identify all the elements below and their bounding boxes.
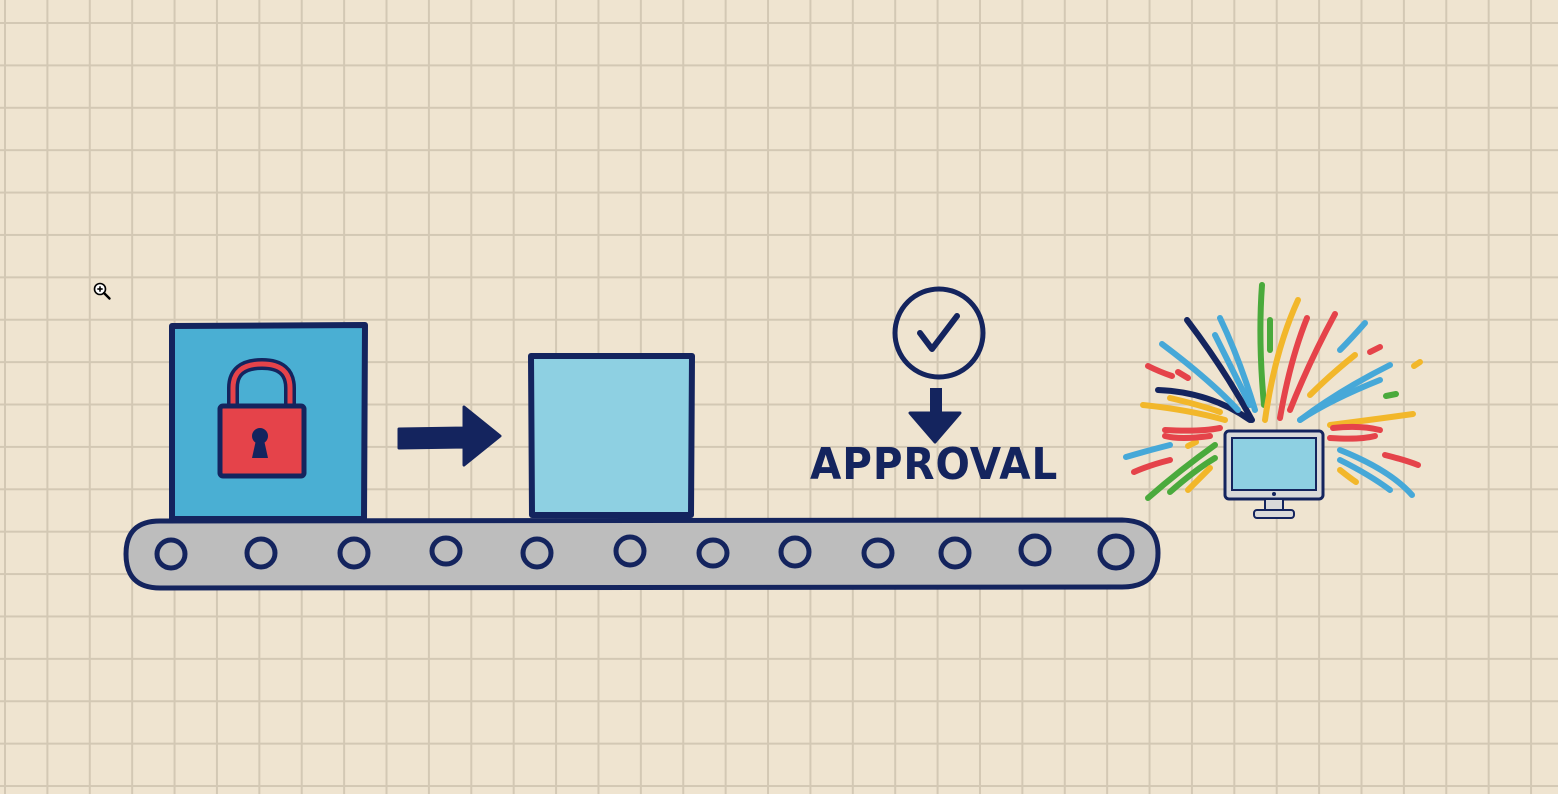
conveyor-rollers: [154, 533, 1135, 571]
arrow-right-icon: [397, 405, 502, 467]
check-circle-icon: [892, 286, 986, 380]
padlock-icon: [217, 357, 307, 479]
approval-checkpoint: [892, 286, 986, 444]
approval-label: APPROVAL: [810, 439, 1059, 490]
checkmark-icon: [917, 313, 960, 352]
locked-box: [169, 322, 368, 522]
open-box: [528, 353, 695, 518]
color-burst: [1123, 282, 1423, 501]
arrow-down-icon: [908, 388, 962, 444]
zoom-in-cursor-icon: [93, 282, 111, 300]
conveyor-belt: [123, 517, 1161, 591]
monitor-icon: [1223, 429, 1325, 519]
